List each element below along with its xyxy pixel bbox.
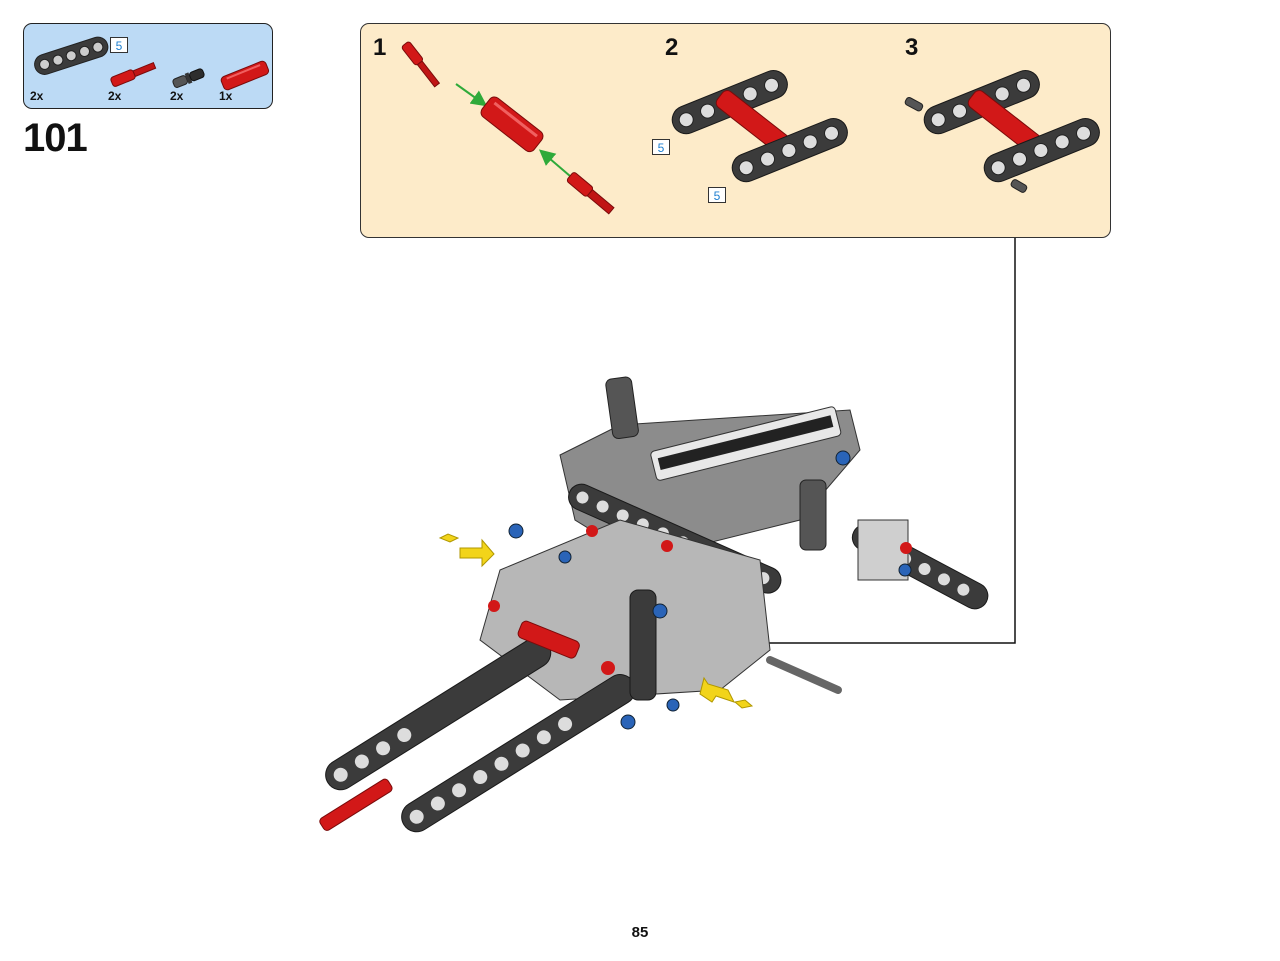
- insert-arrow: [538, 149, 571, 177]
- part-qty: 2x: [170, 89, 184, 103]
- length-callout: 5: [708, 187, 726, 203]
- step1-axle-pin-bottom: [566, 172, 615, 215]
- step3-friction-pin: [1010, 179, 1028, 193]
- red-axle-pin-icon: [110, 61, 157, 87]
- step1-red-connector: [480, 96, 544, 153]
- step1-axle-pin-top: [401, 41, 441, 88]
- step3-friction-pin: [904, 97, 924, 112]
- black-liftarm-5-icon: [34, 36, 109, 75]
- main-model: [319, 376, 989, 833]
- sub-step-number: 2: [665, 34, 679, 61]
- insert-arrow: [455, 83, 488, 107]
- sub-step-number: 3: [905, 34, 919, 61]
- length-callout: 5: [652, 139, 670, 155]
- sub-assembly-box: [360, 23, 1111, 238]
- black-friction-pin-icon: [172, 68, 205, 88]
- part-qty: 2x: [108, 89, 122, 103]
- part-qty: 2x: [30, 89, 44, 103]
- step-number: 101: [23, 116, 88, 160]
- page-number: 85: [631, 924, 649, 941]
- part-qty: 1x: [219, 89, 233, 103]
- red-connector-icon: [220, 60, 270, 91]
- sub-step-number: 1: [373, 34, 387, 61]
- liftarm-length-label: 5: [110, 37, 128, 53]
- step3-liftarm-bottom: [983, 118, 1100, 183]
- step2-liftarm-bottom: [731, 118, 848, 183]
